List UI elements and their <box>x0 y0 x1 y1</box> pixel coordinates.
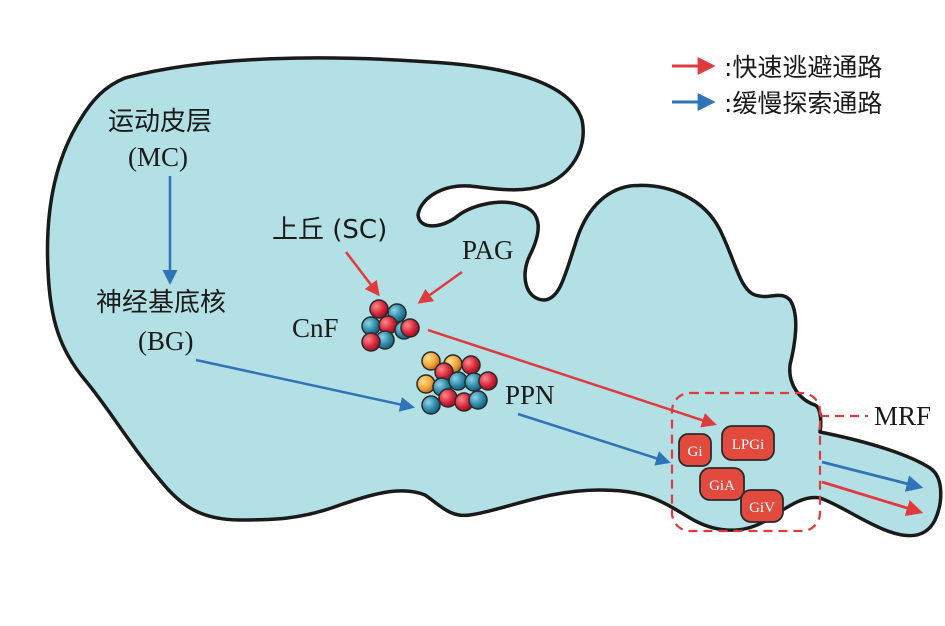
label-ppn: PPN <box>505 380 555 410</box>
label-sc: 上丘 (SC) <box>272 215 387 245</box>
arrow-bg-to-ppn <box>195 358 415 412</box>
mrf-nuclei: Gi LPGi GiA GiV <box>678 425 784 523</box>
nucleus-gi: Gi <box>678 433 712 467</box>
legend: :快速逃避通路 :缓慢探索通路 <box>672 53 882 118</box>
arrow-cnf-to-lpgi <box>427 328 717 428</box>
nucleus-lpgi: LPGi <box>721 425 775 461</box>
arrow-pag-to-cnf <box>417 270 463 304</box>
svg-text:LPGi: LPGi <box>732 437 765 453</box>
ppn-cluster <box>416 351 498 415</box>
label-mrf: MRF <box>874 401 931 431</box>
label-pag: PAG <box>462 235 514 265</box>
label-mc-name: 运动皮层 <box>108 107 212 137</box>
label-mc-abbr: (MC) <box>128 142 188 172</box>
arrow-mrf-out-blue <box>821 460 924 492</box>
legend-slow-label: :缓慢探索通路 <box>724 89 882 118</box>
legend-fast-label: :快速逃避通路 <box>724 53 882 82</box>
cnf-cluster <box>361 299 420 352</box>
svg-text:GiV: GiV <box>749 500 775 516</box>
svg-text:Gi: Gi <box>688 444 703 460</box>
nucleus-gia: GiA <box>699 467 745 501</box>
svg-text:GiA: GiA <box>709 478 735 494</box>
label-bg-name: 神经基底核 <box>96 288 226 318</box>
label-bg-abbr: (BG) <box>138 326 194 356</box>
arrow-ppn-to-gi <box>517 412 671 466</box>
label-cnf: CnF <box>292 313 339 343</box>
arrow-mrf-out-red <box>821 480 924 517</box>
nucleus-giv: GiV <box>740 489 784 523</box>
arrow-sc-to-cnf <box>345 251 380 297</box>
